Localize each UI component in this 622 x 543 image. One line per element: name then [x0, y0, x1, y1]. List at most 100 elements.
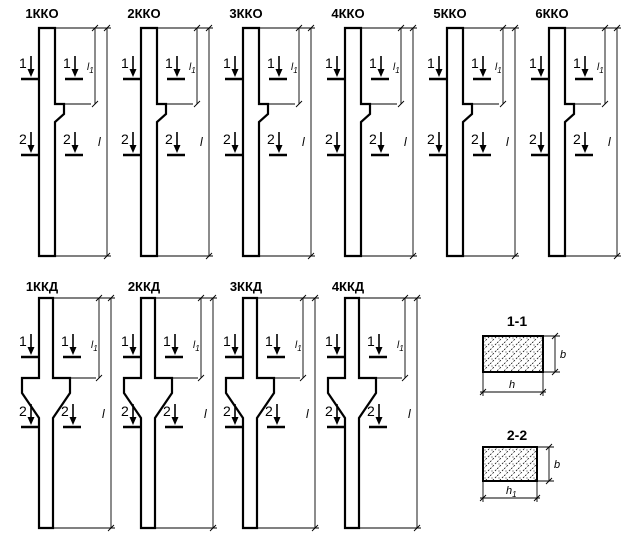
column-title: 1ККО — [25, 6, 58, 21]
dim-l-label: l — [98, 135, 101, 149]
dim-l1-label-main: l — [189, 62, 192, 73]
dim-tick — [197, 294, 205, 302]
cut-1-left-arrow-head — [435, 69, 443, 77]
cut-1-right-arrow-head — [377, 69, 385, 77]
cut-1-left-arrow-head — [129, 347, 137, 355]
cut-1-right-label: 1 — [267, 55, 275, 71]
cut-2-left-arrow-head — [129, 417, 137, 425]
cut-2-right-arrow-head — [581, 145, 589, 153]
cut-1-left-label: 1 — [325, 55, 333, 71]
dim-tick — [499, 24, 507, 32]
dim-tick — [311, 524, 319, 532]
column-title: 1ККД — [26, 279, 59, 294]
cut-2-left-arrow-head — [231, 417, 239, 425]
dim-tick — [107, 524, 115, 532]
dim-tick — [479, 388, 487, 396]
dim-tick — [91, 24, 99, 32]
dim-tick — [299, 374, 307, 382]
dim-l1-label: l1 — [193, 340, 200, 353]
cut-2-right-label: 2 — [471, 131, 479, 147]
dim-l1-label-sub: 1 — [89, 66, 93, 75]
dim-tick — [499, 100, 507, 108]
dim-l1-label-sub: 1 — [93, 344, 97, 353]
dim-tick — [545, 477, 553, 485]
cut-2-left-arrow-head — [27, 145, 35, 153]
dim-l1-label-sub: 1 — [195, 344, 199, 353]
cut-1-left-label: 1 — [223, 333, 231, 349]
dim-tick — [397, 24, 405, 32]
dim-l1-label: l1 — [597, 62, 604, 75]
cut-1-left-label: 1 — [427, 55, 435, 71]
dim-tick — [307, 252, 315, 260]
dim-tick — [107, 294, 115, 302]
dim-l1-label-main: l — [295, 340, 298, 351]
dim-tick — [479, 494, 487, 502]
dim-l1-label: l1 — [295, 340, 302, 353]
cut-2-left-label: 2 — [325, 403, 333, 419]
dim-tick — [311, 294, 319, 302]
dim-tick — [295, 24, 303, 32]
section-title: 2-2 — [507, 427, 527, 443]
dim-l-label: l — [204, 407, 207, 421]
cut-2-left-label: 2 — [121, 131, 129, 147]
dim-l1-label-sub: 1 — [497, 66, 501, 75]
cut-1-left-label: 1 — [529, 55, 537, 71]
dim-tick — [511, 252, 519, 260]
dim-h-label: h1 — [506, 485, 517, 499]
cut-1-left-label: 1 — [121, 333, 129, 349]
cut-2-right-label: 2 — [369, 131, 377, 147]
dim-tick — [91, 100, 99, 108]
cut-2-right-label: 2 — [573, 131, 581, 147]
cut-2-right-arrow-head — [377, 145, 385, 153]
cut-1-left-arrow-head — [333, 69, 341, 77]
column-title: 3ККО — [229, 6, 262, 21]
cut-2-right-arrow-head — [71, 145, 79, 153]
dim-l-label: l — [306, 407, 309, 421]
dim-tick — [409, 252, 417, 260]
dim-tick — [95, 374, 103, 382]
dim-tick — [409, 24, 417, 32]
cut-1-right-label: 1 — [163, 333, 171, 349]
cut-1-left-label: 1 — [19, 55, 27, 71]
dim-l1-label: l1 — [393, 62, 400, 75]
dim-tick — [551, 332, 559, 340]
cut-2-right-label: 2 — [61, 403, 69, 419]
section-shape — [482, 335, 544, 373]
dim-l1-label-main: l — [87, 62, 90, 73]
cut-1-left-label: 1 — [19, 333, 27, 349]
cut-2-right-arrow-head — [479, 145, 487, 153]
dim-b-label: b — [560, 349, 566, 361]
cut-2-right-label: 2 — [265, 403, 273, 419]
dim-tick — [601, 100, 609, 108]
cut-2-left-label: 2 — [223, 403, 231, 419]
cut-2-right-arrow-head — [173, 145, 181, 153]
cut-1-right-arrow-head — [71, 69, 79, 77]
section-title: 1-1 — [507, 313, 527, 329]
dim-l1-label-sub: 1 — [293, 66, 297, 75]
cut-1-left-arrow-head — [27, 347, 35, 355]
dim-h-label: h — [509, 379, 515, 391]
dim-tick — [307, 24, 315, 32]
cut-1-left-arrow-head — [537, 69, 545, 77]
cut-2-left-label: 2 — [325, 131, 333, 147]
dim-tick — [551, 368, 559, 376]
dim-tick — [401, 294, 409, 302]
dim-tick — [205, 24, 213, 32]
cut-2-right-label: 2 — [367, 403, 375, 419]
column-outline — [37, 26, 66, 258]
cut-2-left-label: 2 — [223, 131, 231, 147]
cut-1-right-arrow-head — [375, 347, 383, 355]
dim-l-label: l — [404, 135, 407, 149]
dim-tick — [95, 294, 103, 302]
column-title: 2ККД — [128, 279, 161, 294]
dim-h-label-main: h — [506, 485, 512, 497]
dim-tick — [539, 388, 547, 396]
dim-tick — [413, 294, 421, 302]
